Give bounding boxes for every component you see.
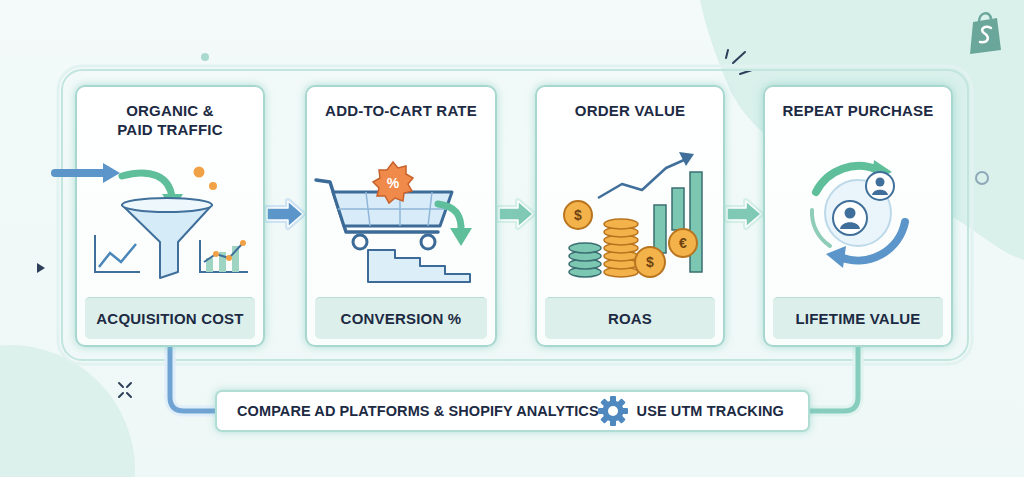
footer-bar: COMPARE AD PLATFORMS & SHOPIFY ANALYTICS…: [215, 390, 810, 432]
footer-text: COMPARE AD PLATFORMS & SHOPIFY ANALYTICS: [237, 392, 599, 430]
block-arrow: [499, 201, 533, 227]
deco-sparkle-part: [119, 393, 123, 397]
flow-connector: [170, 347, 215, 411]
connector-line: [810, 347, 858, 411]
kpi-label: LIFETIME VALUE: [795, 310, 920, 327]
deco-sparkle-part: [733, 52, 745, 63]
arrow-glow: [267, 201, 303, 227]
footer-text: USE UTM TRACKING: [637, 392, 784, 430]
deco-triangle: [37, 263, 45, 273]
kpi-band: ACQUISITION COST: [85, 297, 255, 339]
shopify-logo-part: [979, 13, 991, 22]
flow-connector: [810, 347, 858, 411]
flow-connector: [267, 201, 303, 227]
block-arrow: [727, 201, 761, 227]
kpi-band: ROAS: [545, 297, 715, 339]
kpi-label: ROAS: [608, 310, 652, 327]
metric-card: ORDER VALUE ROAS: [535, 85, 725, 347]
deco-sparkle-part: [726, 50, 728, 58]
arrow-glow: [727, 201, 761, 227]
kpi-label: ACQUISITION COST: [96, 310, 243, 327]
deco-sparkle-part: [127, 383, 131, 387]
icon-symbol: %: [387, 176, 399, 190]
deco-ring: [976, 172, 988, 184]
metric-card: REPEAT PURCHASE LIFETIME VALUE: [763, 85, 953, 347]
icon-symbol: €: [679, 236, 687, 250]
kpi-label: CONVERSION %: [341, 310, 462, 327]
kpi-band: CONVERSION %: [315, 297, 487, 339]
outer-frame: [62, 70, 968, 360]
deco-sparkle-part: [119, 383, 123, 387]
deco-dot: [201, 53, 209, 61]
shopify-logo: [970, 13, 1001, 54]
card-title: ORDER VALUE: [542, 101, 718, 120]
connector-line: [170, 347, 215, 411]
card-title: REPEAT PURCHASE: [770, 101, 946, 120]
block-arrow: [267, 201, 303, 227]
arrow-glow: [499, 201, 533, 227]
deco-sparkle-part: [127, 393, 131, 397]
shopify-logo-part: [970, 18, 1001, 54]
card-title: ADD-TO-CART RATE: [313, 101, 489, 120]
connector-glow: [810, 347, 858, 411]
shopify-logo-part: [980, 27, 991, 42]
connector-glow: [170, 347, 215, 411]
outer-frame-glow: [58, 66, 972, 364]
metric-card: ORGANIC & PAID TRAFFIC ACQUISITION COST: [75, 85, 265, 347]
flow-connector: [727, 201, 761, 227]
kpi-band: LIFETIME VALUE: [773, 297, 943, 339]
metric-card: ADD-TO-CART RATE CONVERSION %: [305, 85, 497, 347]
icon-symbol: $: [646, 255, 654, 269]
icon-symbol: $: [574, 208, 582, 222]
flow-connector: [499, 201, 533, 227]
card-title: ORGANIC & PAID TRAFFIC: [111, 101, 229, 139]
